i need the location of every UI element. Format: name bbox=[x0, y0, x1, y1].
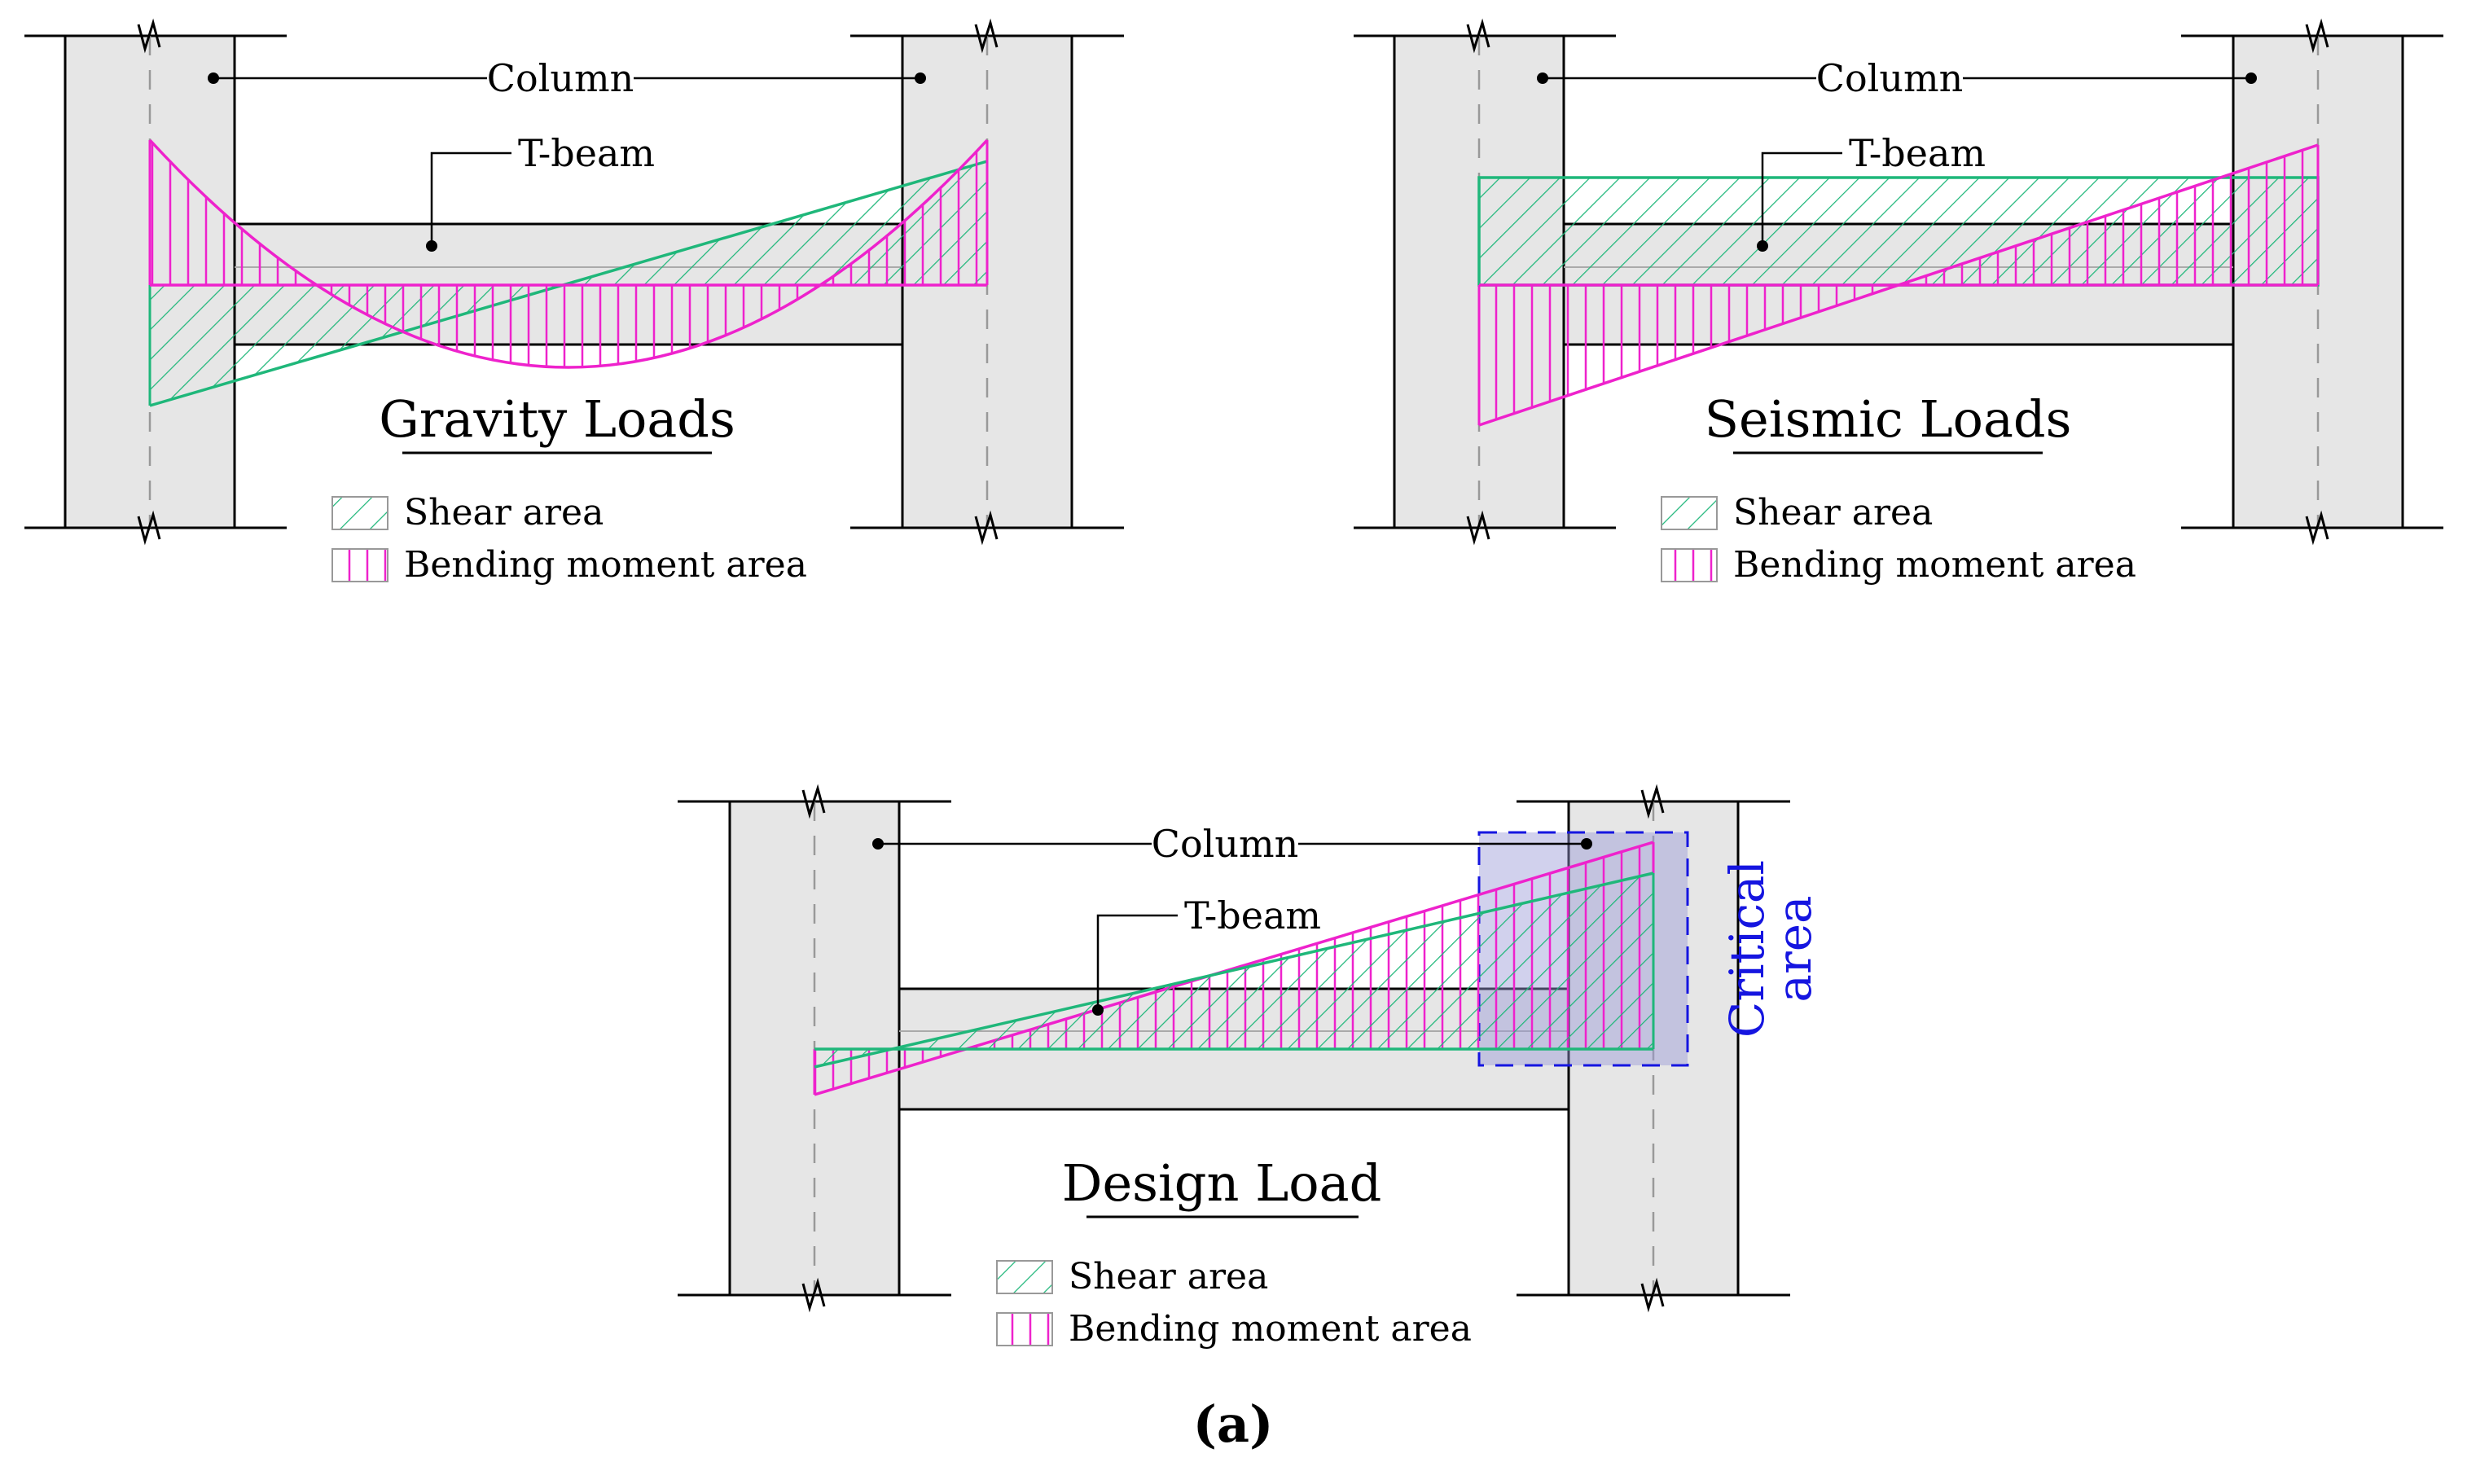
legend-moment-label: Bending moment area bbox=[1733, 544, 2136, 586]
t-beam-label: T-beam bbox=[1184, 893, 1321, 937]
legend-swatch-moment bbox=[1661, 548, 1718, 582]
panel-design: Column T-beam Critical area Design Load … bbox=[678, 787, 1822, 1350]
legend-swatch-moment bbox=[331, 548, 388, 582]
panel-title: Design Load bbox=[1062, 1153, 1382, 1213]
panel-title: Seismic Loads bbox=[1705, 389, 2072, 449]
panel-seismic: Column T-beam Seismic Loads Shear area B… bbox=[1354, 21, 2443, 586]
column-label: Column bbox=[1816, 56, 1963, 100]
legend-shear-label: Shear area bbox=[1733, 492, 1933, 533]
panel-gravity: Column T-beam Gravity Loads Shear area B… bbox=[24, 21, 1124, 586]
critical-area-label: Critical area bbox=[1719, 860, 1822, 1038]
legend-shear-label: Shear area bbox=[404, 492, 604, 533]
legend-moment-label: Bending moment area bbox=[1069, 1308, 1472, 1350]
panel-title: Gravity Loads bbox=[379, 389, 735, 449]
legend-swatch-shear bbox=[996, 1260, 1053, 1294]
legend-swatch-shear bbox=[1661, 496, 1718, 530]
column-label: Column bbox=[487, 56, 634, 100]
legend-shear-label: Shear area bbox=[1069, 1256, 1268, 1297]
t-beam-label: T-beam bbox=[518, 131, 655, 175]
svg-text:area: area bbox=[1767, 895, 1822, 1002]
column-label: Column bbox=[1152, 822, 1298, 866]
legend-swatch-shear bbox=[331, 496, 388, 530]
t-beam-label: T-beam bbox=[1849, 131, 1986, 175]
figure-caption: (a) bbox=[1193, 1394, 1274, 1454]
svg-text:Critical: Critical bbox=[1719, 860, 1775, 1038]
legend-moment-label: Bending moment area bbox=[404, 544, 807, 586]
legend-swatch-moment bbox=[996, 1312, 1053, 1346]
